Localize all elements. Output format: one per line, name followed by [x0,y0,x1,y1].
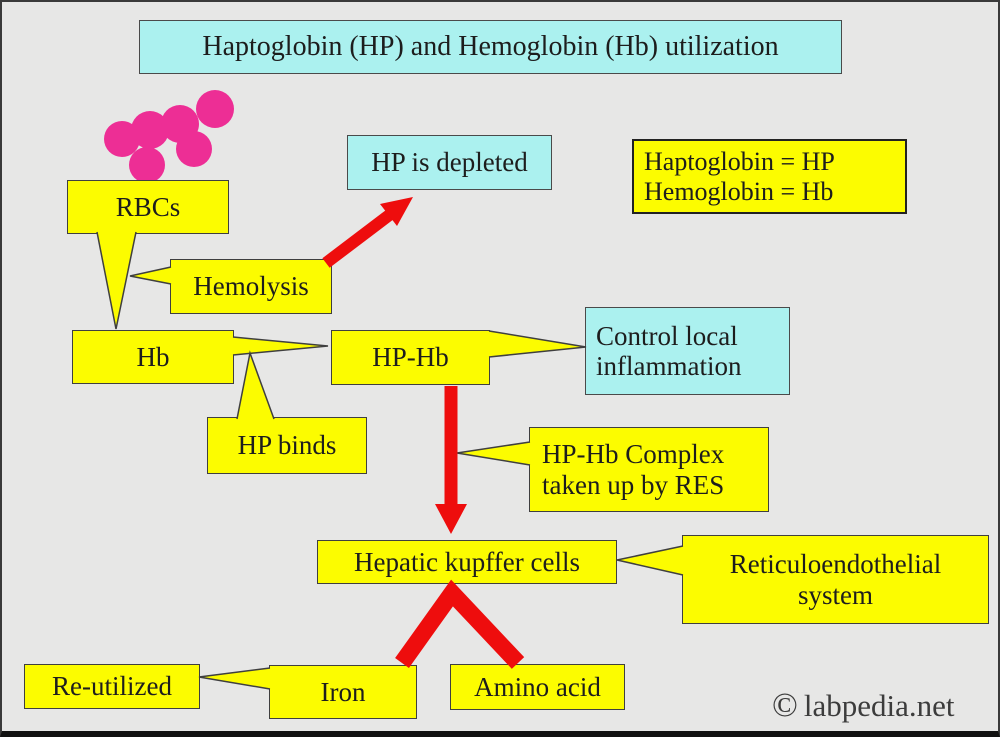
legend-line-2: Hemoglobin = Hb [644,176,834,206]
node-iron: Iron [269,665,417,719]
watermark-text: labpedia.net [803,688,955,723]
callout-pointer-iron-to-reutilized [198,667,271,690]
node-label: Reticuloendothelial [729,549,942,580]
copyright-icon: © [772,687,798,724]
title-box: Haptoglobin (HP) and Hemoglobin (Hb) uti… [139,20,842,74]
node-control-inflammation: Control local inflammation [585,307,790,395]
node-label: taken up by RES [542,469,725,500]
node-rbcs: RBCs [67,180,229,234]
callout-pointer-hb-to-hphb [232,336,329,356]
node-label: HP is depleted [371,147,528,178]
node-label: Amino acid [474,671,601,702]
rbc-cell-icon [176,131,212,167]
arrow-hphb-to-hepatic [435,386,467,534]
callout-pointer-hphb-to-control [488,330,587,358]
node-hepatic-kupffer-cells: Hepatic kupffer cells [317,540,617,584]
diagram-title: Haptoglobin (HP) and Hemoglobin (Hb) uti… [202,31,779,63]
node-hemolysis: Hemolysis [170,259,332,314]
node-label: HP binds [237,430,337,461]
node-label: system [797,579,873,610]
node-label: RBCs [115,191,181,222]
node-hb: Hb [72,330,234,384]
callout-pointer-hemolysis [129,266,172,285]
node-label: inflammation [596,351,742,381]
node-label: Control local [596,320,738,351]
legend-box: Haptoglobin = HP Hemoglobin = Hb [632,139,907,214]
node-label: Re-utilized [52,671,172,702]
arrow-hepatic-to-iron-and-amino [395,579,525,669]
node-hp-hb: HP-Hb [331,330,490,385]
callout-pointer-rbcs-to-hb [96,231,137,330]
rbc-cell-icon [196,90,234,128]
node-label: Hb [136,341,170,372]
node-hp-binds: HP binds [207,417,367,474]
node-reticuloendothelial-system: Reticuloendothelial system [682,535,989,624]
node-label: Iron [320,676,366,707]
node-amino-acid: Amino acid [450,664,625,710]
callout-pointer-reticuloendothelial [616,545,684,576]
node-hp-depleted: HP is depleted [347,135,552,190]
legend-line-1: Haptoglobin = HP [644,147,835,177]
node-label: Hepatic kupffer cells [354,546,580,577]
arrow-hemolysis-to-hp-depleted [322,197,413,268]
node-hp-hb-complex: HP-Hb Complex taken up by RES [529,427,769,512]
node-label: Hemolysis [193,271,309,302]
rbc-cell-icon [129,147,165,183]
node-label: HP-Hb Complex [542,439,725,470]
node-re-utilized: Re-utilized [24,664,200,709]
callout-pointer-hp-binds [236,350,275,420]
callout-pointer-complex [456,441,531,466]
node-label: HP-Hb [372,342,449,373]
watermark: © labpedia.net [772,688,954,724]
